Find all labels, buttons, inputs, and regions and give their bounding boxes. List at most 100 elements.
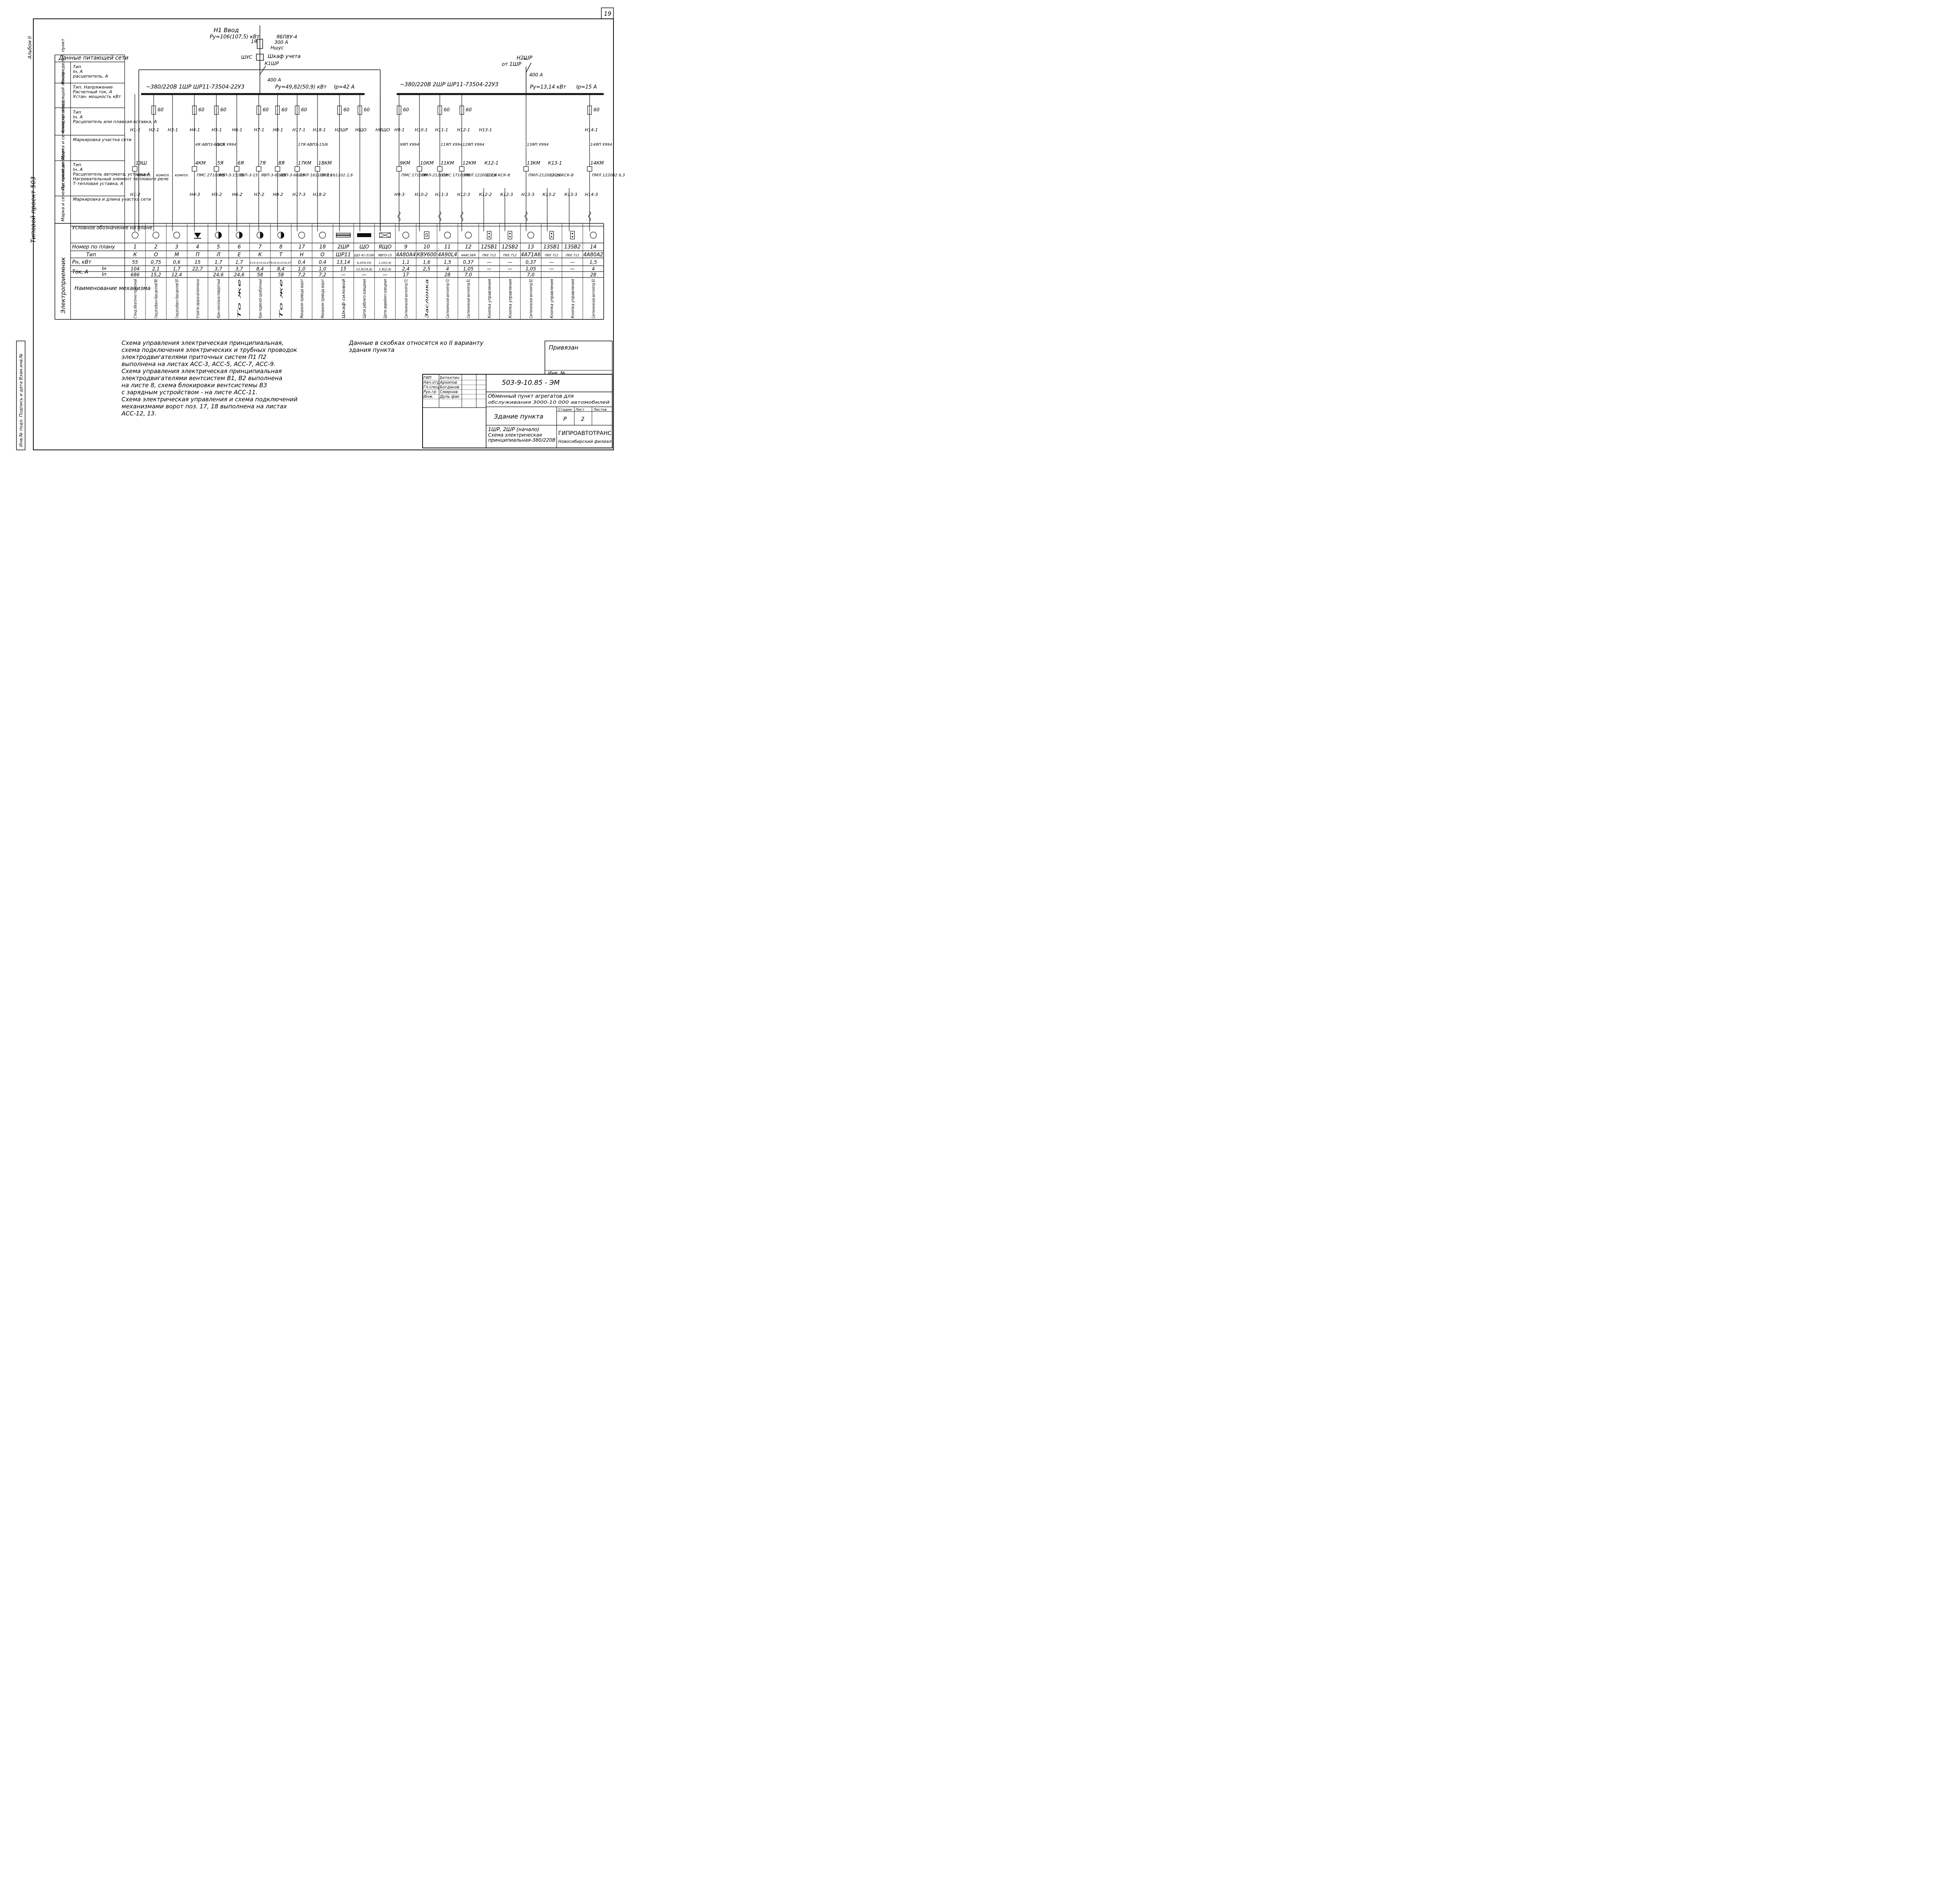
type-13SB1: ПКЕ 712	[545, 254, 559, 257]
cable-bottom-8: Н8-2	[273, 192, 283, 197]
cable-bottom-12SB1: К12-2	[479, 192, 492, 197]
starter-9: 9КМ	[400, 160, 410, 166]
header-sub-5-2: Расцепитель автомата, уставка А	[73, 172, 150, 177]
starter-info-14: ПМЛ 122002 6,3	[592, 173, 625, 178]
cable-bottom-13SB1: К13-2	[543, 192, 555, 197]
ip-8: 58	[278, 272, 284, 277]
starter-8: 8Я	[278, 160, 285, 166]
bus2-label: ~380/220В 2ШР ШР11-73504-22У3	[400, 82, 499, 88]
starter-box-8	[275, 166, 280, 172]
starter-5: 5Я	[217, 160, 224, 166]
num-12SB2: 12SB2	[502, 244, 518, 250]
type-14: 4А80А2	[583, 252, 603, 258]
cable-top-4: Н4-1	[190, 127, 200, 132]
in-1: 104	[131, 266, 140, 272]
fuse-top-17: 60	[301, 107, 307, 112]
ip-17: 7,2	[298, 272, 305, 277]
feeder-ЯЩО: НЯЩО	[376, 94, 390, 231]
starter-1: 1ЭШ	[136, 160, 147, 166]
fuse-top-14: 60	[593, 107, 600, 112]
desc-1: 1ШР, 2ШР (начало)	[488, 427, 539, 433]
type-1: К	[133, 252, 137, 258]
motor-icon	[527, 232, 534, 239]
rating-9: 9ЯП У994	[400, 143, 419, 147]
in-6: 3,7	[236, 266, 243, 272]
type-17: Н	[300, 252, 304, 258]
note-left-5: электродвигателями вентсистем В1, В2 вып…	[122, 375, 282, 382]
name-14: Сантехнический вентилятор В3	[591, 279, 596, 318]
note-right-0: Данные в скобках относятся ко II вариант…	[348, 339, 484, 346]
in-10: 2,5	[423, 266, 430, 272]
starter-info-10: ПМЛ-212002	[422, 173, 447, 178]
note-left-2: электродвигателями приточных систем П1 П…	[122, 353, 267, 361]
cable-top-ЩО: НЩО	[355, 127, 367, 132]
num-13: 13	[528, 244, 534, 250]
name-12SB2: Кнопка управления	[508, 279, 513, 318]
rating-14: 14ЯП У994	[590, 143, 612, 147]
fuse-top-11: 60	[444, 107, 450, 112]
row-pn-label: Рн, кВт	[72, 259, 91, 265]
starter-11: 11КМ	[441, 160, 454, 166]
role-2: Гл.спец	[423, 385, 439, 390]
starter-box-14	[587, 166, 592, 172]
num-13SB2: 13SB2	[564, 244, 581, 250]
album-label: Альбом II	[27, 36, 33, 59]
num-10: 10	[423, 244, 430, 250]
cable-top-7: Н7-1	[254, 127, 264, 132]
in-12: 1,05	[463, 266, 474, 272]
note-left-6: на листе 8, схема блокировки вентсистемы…	[122, 382, 267, 389]
thermal-relay-14	[588, 211, 591, 221]
table-side-label: Электроприемник	[60, 257, 67, 314]
fuse-9	[397, 105, 401, 115]
row-ip-label: Iп	[102, 272, 107, 277]
type-18: О	[321, 252, 325, 258]
fuse-2ШР	[337, 105, 342, 115]
starter-info-1: компл.	[137, 173, 151, 178]
motor-icon	[590, 232, 597, 239]
rating-17: 17Я АВП3-15/6	[298, 143, 328, 147]
ip-11: 28	[445, 272, 451, 277]
rating-5: 5СК У994	[217, 143, 236, 147]
fuse-2	[151, 105, 156, 115]
cable-top-11: Н11-1	[435, 127, 448, 132]
stage-value: Р	[563, 416, 567, 422]
ip-5: 24,6	[213, 272, 224, 277]
num-3: 3	[175, 244, 178, 250]
note-left-9: механизмами ворот поз. 17, 18 выполнена …	[122, 403, 287, 410]
pn-7: 3×0,4+2×0,27	[250, 261, 271, 265]
name-1: Стенд обкаточно-тормозной	[133, 279, 138, 318]
starter-info-11: ПМС 17100НS	[442, 173, 471, 178]
in-14: 4	[592, 266, 595, 272]
push-button-icon	[487, 231, 492, 239]
role-name-0: Бетехтин	[440, 376, 459, 380]
name-8: То же	[278, 279, 283, 318]
name-13SB2: Кнопка управления	[570, 279, 575, 318]
num-11: 11	[444, 244, 451, 250]
bus1-label: ~380/220В 1ШР ШР11-73504-22У3	[146, 84, 245, 90]
starter-info-6: ЯВП-3-15	[239, 173, 258, 178]
starter-info-12SB1: 12СК КСК-8	[486, 173, 510, 178]
num-7: 7	[258, 244, 262, 250]
fuse-top-7: 60	[263, 107, 269, 112]
in-2: 2,1	[152, 266, 160, 272]
fuse-4	[192, 105, 197, 115]
motor-icon	[173, 232, 180, 239]
num-14: 14	[590, 244, 597, 250]
sheets-header: Листов	[593, 408, 607, 412]
note-left-1: схема подключения электрических и трубны…	[122, 346, 297, 353]
type-12SB1: ПКЕ 712	[483, 254, 496, 257]
name-2ШР: Шкаф силовой	[341, 279, 346, 318]
pn-12: 0,37	[463, 259, 474, 265]
push-button-dot	[488, 236, 490, 237]
type-4: П	[196, 252, 200, 258]
